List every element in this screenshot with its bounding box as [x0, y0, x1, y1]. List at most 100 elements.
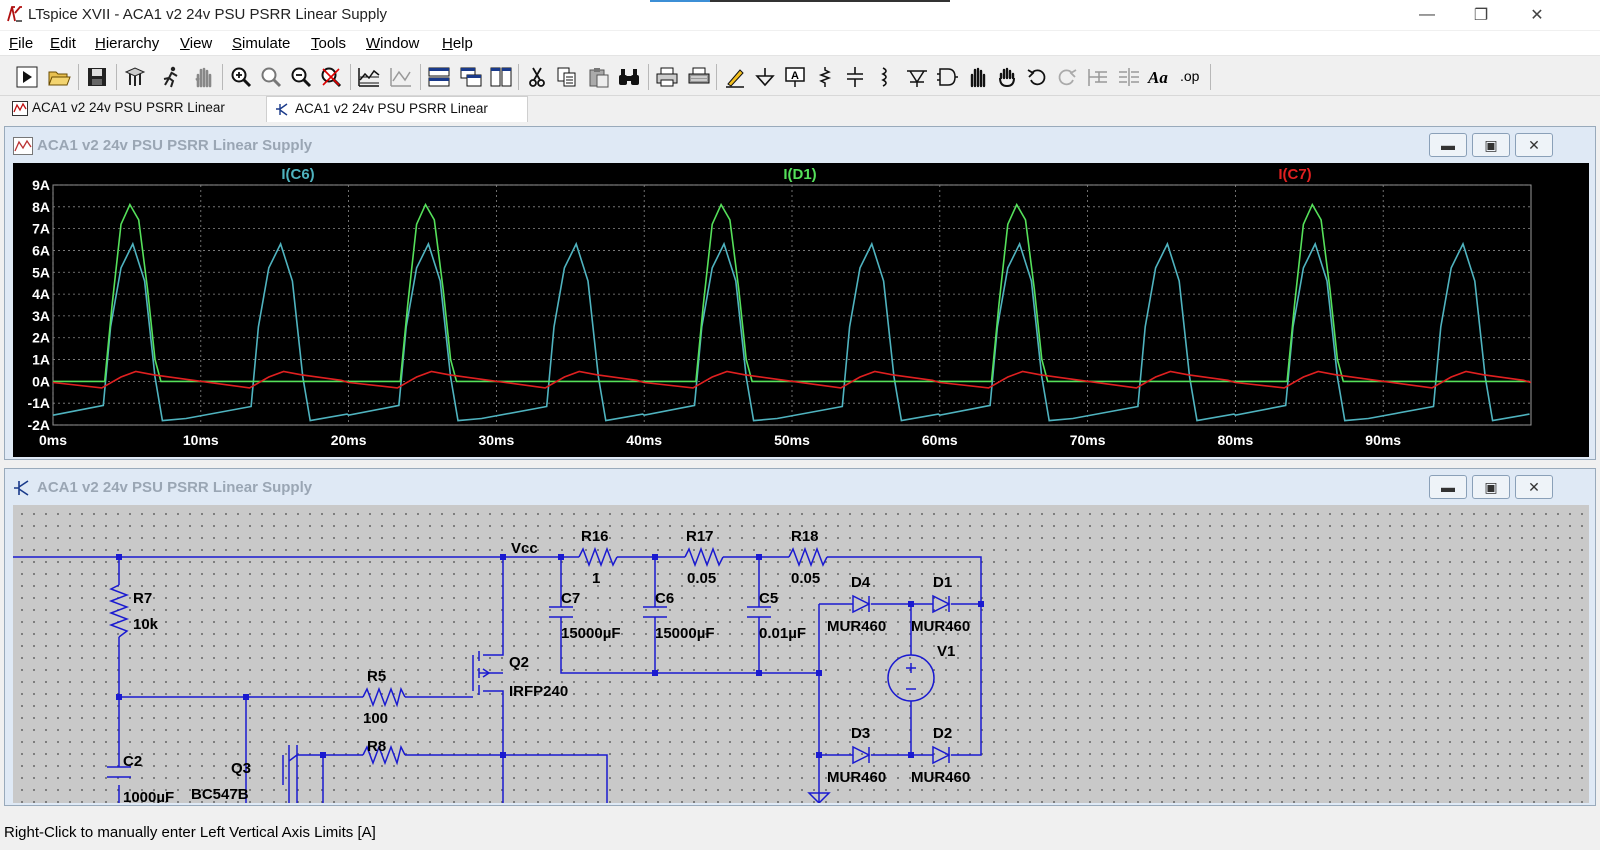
- menu-hierarchy[interactable]: Hierarchy: [95, 35, 159, 52]
- redo-icon: [1058, 69, 1077, 86]
- move-button[interactable]: [962, 62, 992, 92]
- spice-directive-button[interactable]: .op: [1176, 62, 1206, 92]
- diode-icon: [907, 70, 927, 87]
- halt-button[interactable]: [188, 62, 218, 92]
- menu-view[interactable]: View: [180, 35, 212, 52]
- menu-hierarchy-mnemonic: H: [95, 35, 106, 52]
- toolbar-separator: [222, 64, 223, 90]
- paste-icon: [589, 68, 609, 88]
- cascade-button[interactable]: [456, 62, 486, 92]
- zoom-out-button[interactable]: [286, 62, 316, 92]
- zoom-cancel-button[interactable]: [316, 62, 346, 92]
- undo-button[interactable]: [1022, 62, 1052, 92]
- resistor-r5-symbol: [362, 686, 406, 708]
- restore-button[interactable]: ❐: [1458, 0, 1504, 30]
- schematic-canvas[interactable]: Vcc R16 1 R17 0.05 R18 0.05 R7 10k R5 10…: [13, 505, 1589, 803]
- run-button[interactable]: [12, 62, 42, 92]
- ltspice-logo-icon: [6, 5, 24, 23]
- drag-icon: [999, 67, 1015, 88]
- svg-text:.op: .op: [1180, 68, 1200, 84]
- control-panel-button[interactable]: [120, 62, 150, 92]
- capacitor-button[interactable]: [840, 62, 870, 92]
- mirror-icon: [1119, 68, 1139, 86]
- text-button[interactable]: Aa: [1144, 62, 1174, 92]
- capacitor-c6-symbol: [643, 606, 667, 618]
- schematic-window-icon: [14, 480, 29, 496]
- print-setup-button[interactable]: [684, 62, 714, 92]
- tab-waveform[interactable]: ACA1 v2 24v PSU PSRR Linear Supply: [4, 96, 266, 139]
- menu-window[interactable]: Window: [366, 35, 419, 52]
- x-tick-label: 50ms: [774, 432, 810, 448]
- label-q2: Q2: [509, 654, 529, 671]
- waveform-minimize-button[interactable]: ▬: [1429, 133, 1467, 157]
- label-r7: R7: [133, 590, 152, 607]
- inductor-button[interactable]: [870, 62, 900, 92]
- run-sim-button[interactable]: [156, 62, 186, 92]
- toolbar-separator: [116, 64, 117, 90]
- menu-file[interactable]: File: [9, 35, 33, 52]
- capacitor-icon: [847, 67, 863, 87]
- tile-vertical-button[interactable]: [486, 62, 516, 92]
- minimize-button[interactable]: —: [1404, 0, 1450, 30]
- menu-view-mnemonic: V: [180, 35, 190, 52]
- resistor-r17-symbol: [684, 546, 724, 568]
- y-tick-label: -2A: [27, 417, 50, 433]
- print-button[interactable]: [652, 62, 682, 92]
- copy-button[interactable]: [552, 62, 582, 92]
- menu-tools[interactable]: Tools: [311, 35, 346, 52]
- y-tick-label: 5A: [32, 264, 50, 280]
- zoom-in-button[interactable]: [226, 62, 256, 92]
- menu-window-mnemonic: W: [366, 35, 381, 52]
- save-button[interactable]: [82, 62, 112, 92]
- x-tick-label: 30ms: [478, 432, 514, 448]
- delete-trace-button[interactable]: [386, 62, 416, 92]
- diode-button[interactable]: [902, 62, 932, 92]
- resistor-r7-symbol: [108, 584, 130, 638]
- schematic-close-button[interactable]: ✕: [1515, 475, 1553, 499]
- zoom-box-button[interactable]: [256, 62, 286, 92]
- schematic-restore-button[interactable]: ▣: [1472, 475, 1510, 499]
- zoom-cancel-icon: [321, 67, 342, 88]
- component-button[interactable]: [932, 62, 962, 92]
- menu-edit[interactable]: Edit: [50, 35, 76, 52]
- voltage-source-v1-symbol: [887, 654, 935, 702]
- toolbar: A Aa .op: [0, 58, 1600, 96]
- open-button[interactable]: [44, 62, 74, 92]
- draw-wire-button[interactable]: [720, 62, 750, 92]
- label-r5: R5: [367, 668, 386, 685]
- menu-simulate[interactable]: Simulate: [232, 35, 290, 52]
- close-button[interactable]: ✕: [1514, 0, 1560, 30]
- tab-schematic[interactable]: ACA1 v2 24v PSU PSRR Linear Supply: [266, 96, 528, 140]
- series-line-0: [52, 241, 1530, 422]
- tile-horizontal-button[interactable]: [424, 62, 454, 92]
- tile-vertical-icon: [490, 67, 512, 87]
- waveform-restore-button[interactable]: ▣: [1472, 133, 1510, 157]
- resistor-button[interactable]: [810, 62, 840, 92]
- schematic-minimize-button[interactable]: ▬: [1429, 475, 1467, 499]
- waveform-close-button[interactable]: ✕: [1515, 133, 1553, 157]
- restore-icon: ▣: [1484, 136, 1498, 153]
- value-r17: 0.05: [687, 570, 716, 587]
- status-bar: Right-Click to manually enter Left Verti…: [0, 814, 1600, 850]
- rotate-button[interactable]: [1084, 62, 1114, 92]
- x-tick-label: 70ms: [1070, 432, 1106, 448]
- print-icon: [656, 67, 678, 87]
- cut-button[interactable]: [522, 62, 552, 92]
- label-net-button[interactable]: A: [780, 62, 810, 92]
- mirror-button[interactable]: [1114, 62, 1144, 92]
- schematic-drawing[interactable]: Vcc R16 1 R17 0.05 R18 0.05 R7 10k R5 10…: [13, 505, 1589, 803]
- find-button[interactable]: [614, 62, 644, 92]
- redo-button[interactable]: [1052, 62, 1082, 92]
- drag-button[interactable]: [992, 62, 1022, 92]
- document-tabs: ACA1 v2 24v PSU PSRR Linear Supply ACA1 …: [0, 96, 1600, 140]
- toolbar-separator: [648, 64, 649, 90]
- diode-d3-symbol: [852, 745, 871, 765]
- menu-help[interactable]: Help: [442, 35, 473, 52]
- copy-icon: [557, 67, 576, 87]
- autorange-button[interactable]: [354, 62, 384, 92]
- paste-button[interactable]: [584, 62, 614, 92]
- ground-button[interactable]: [750, 62, 780, 92]
